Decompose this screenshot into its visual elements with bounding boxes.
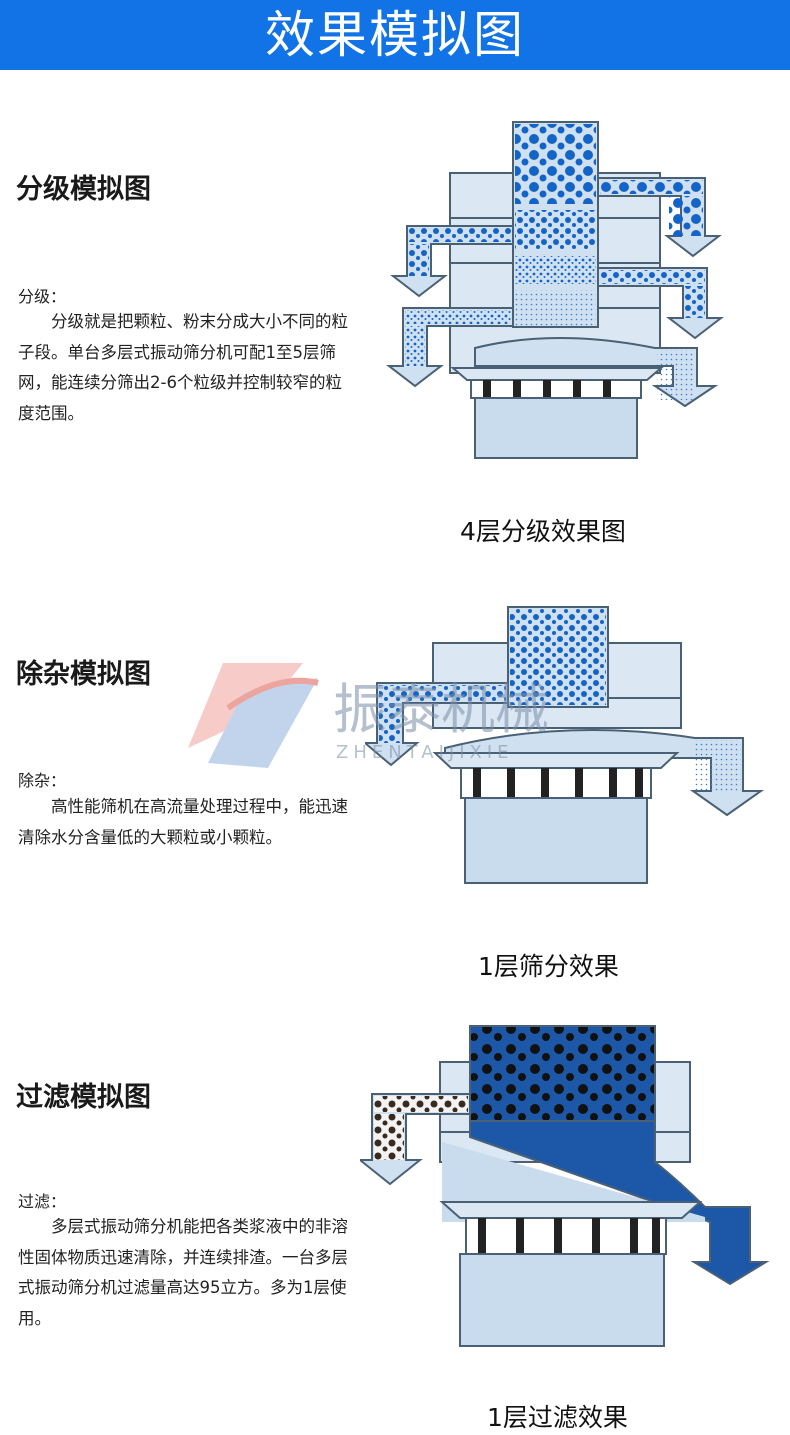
watermark-sub: ZHENTAIJIXIE bbox=[336, 742, 514, 763]
section-title-grading: 分级模拟图 bbox=[16, 174, 151, 205]
caption-impurity: 1层筛分效果 bbox=[478, 952, 619, 981]
section-title-impurity: 除杂模拟图 bbox=[16, 659, 151, 690]
brand-watermark: 振泰机械 ZHENTAIJIXIE bbox=[188, 663, 549, 768]
section-title-filter: 过滤模拟图 bbox=[16, 1082, 151, 1113]
watermark-brand: 振泰机械 bbox=[333, 678, 549, 741]
brand-logo-icon bbox=[188, 663, 319, 768]
caption-grading: 4层分级效果图 bbox=[460, 517, 626, 546]
section-label-filter: 过滤： bbox=[18, 1192, 67, 1211]
header-banner bbox=[0, 0, 790, 70]
section-text-grading: 分级就是把颗粒、粉末分成大小不同的粒子段。单台多层式振动筛分机可配1至5层筛网，… bbox=[18, 312, 348, 423]
one-layer-screening-diagram bbox=[365, 606, 765, 884]
four-layer-grading-diagram bbox=[386, 121, 724, 459]
section-text-impurity: 高性能筛机在高流量处理过程中，能迅速清除水分含量低的大颗粒或小颗粒。 bbox=[18, 797, 348, 847]
caption-filter: 1层过滤效果 bbox=[487, 1403, 628, 1432]
section-label-impurity: 除杂： bbox=[18, 771, 67, 790]
one-layer-filter-diagram bbox=[360, 1025, 770, 1347]
section-label-grading: 分级： bbox=[18, 287, 67, 306]
section-text-filter: 多层式振动筛分机能把各类浆液中的非溶性固体物质迅速清除，并连续排渣。一台多层式振… bbox=[18, 1217, 348, 1328]
page-title: 效果模拟图 bbox=[265, 6, 525, 64]
